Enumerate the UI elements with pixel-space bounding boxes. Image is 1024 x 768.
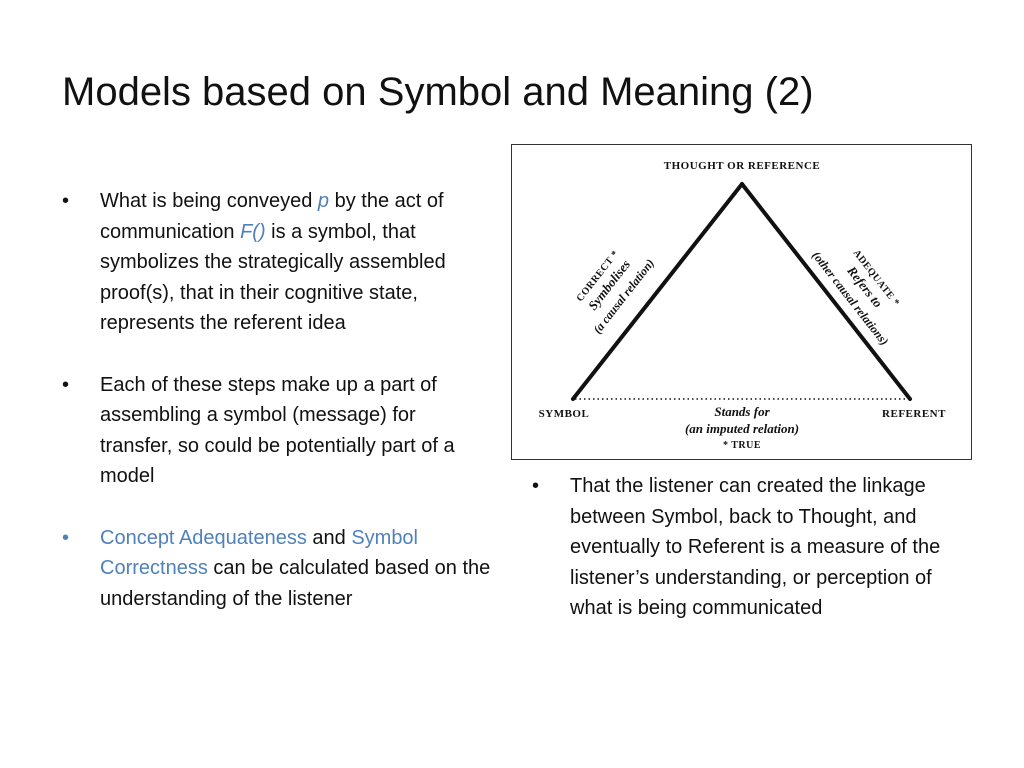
variable-p: p bbox=[317, 190, 330, 212]
bullet-concept: Concept Adequateness and Symbol Correctn… bbox=[62, 523, 492, 615]
bullet-listener-linkage: That the listener can created the linkag… bbox=[532, 471, 972, 624]
bullet-text: That the listener can created the linkag… bbox=[570, 475, 941, 619]
right-bullet-list: That the listener can created the linkag… bbox=[532, 471, 972, 624]
concept-adequateness-link: Concept Adequateness bbox=[100, 526, 307, 549]
referent-label: REFERENT bbox=[882, 408, 946, 420]
bullet-text: What is being conveyed bbox=[100, 190, 318, 212]
left-side-line bbox=[571, 182, 744, 401]
bullet-conveyed: What is being conveyed p by the act of c… bbox=[62, 186, 492, 339]
left-bullet-list: What is being conveyed p by the act of c… bbox=[62, 186, 492, 645]
right-side-line bbox=[740, 182, 912, 401]
symbol-label: SYMBOL bbox=[539, 408, 590, 420]
bullet-text: by the act of communication bbox=[100, 190, 444, 243]
bullet-text: Each of these steps make up a part of as… bbox=[100, 373, 455, 488]
symbol-correctness-link: Symbol Correctness bbox=[100, 526, 419, 580]
slide-title: Models based on Symbol and Meaning (2) bbox=[62, 70, 814, 114]
thought-reference-label: THOUGHT OR REFERENCE bbox=[664, 160, 821, 172]
triangle-svg: THOUGHT OR REFERENCE SYMBOL REFERENT COR… bbox=[539, 160, 946, 451]
bullet-steps: Each of these steps make up a part of as… bbox=[62, 370, 492, 492]
bullet-text: can be calculated based on the understan… bbox=[100, 557, 491, 610]
semiotic-triangle-diagram: THOUGHT OR REFERENCE SYMBOL REFERENT COR… bbox=[511, 144, 972, 460]
bullet-text: and bbox=[306, 526, 352, 549]
function-f: F() bbox=[240, 220, 266, 243]
imputed-relation-label: (an imputed relation) bbox=[685, 421, 799, 436]
stands-for-label: Stands for bbox=[714, 404, 770, 419]
true-label: * TRUE bbox=[723, 440, 761, 451]
bullet-text: is a symbol, that symbolizes the strateg… bbox=[100, 220, 446, 335]
left-side-annotation: CORRECT * Symbolises (a causal relation) bbox=[575, 248, 657, 336]
